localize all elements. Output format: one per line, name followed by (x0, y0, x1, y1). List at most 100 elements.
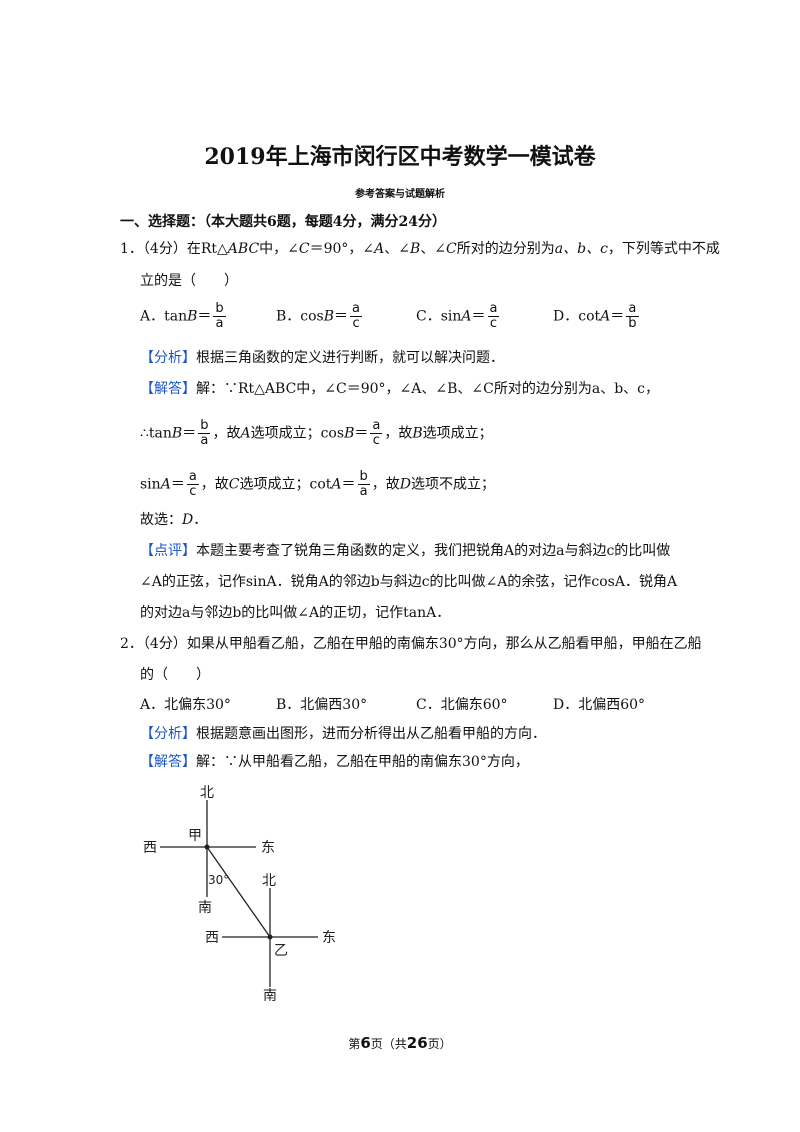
answer-text: ＝ (354, 425, 369, 442)
q1-choice: 故选：D． (140, 510, 207, 530)
fraction-numerator: a (626, 302, 639, 317)
analysis-text: 根据题意画出图形，进而分析得出从乙船看甲船的方向． (196, 726, 546, 742)
fraction-numerator: a (370, 418, 383, 434)
q1-text: ＝90°，∠ (309, 241, 375, 257)
section-heading: 一、选择题：（本大题共6题，每题4分，满分24分） (120, 214, 446, 230)
answer-var: A (331, 476, 342, 493)
q1-score: （4分） (142, 241, 187, 257)
answer-var: A (240, 425, 251, 442)
q1-text: C (446, 241, 457, 257)
q1-comment-line1: 【点评】本题主要考查了锐角三角函数的定义，我们把锐角A的对边a与斜边c的比叫做 (140, 541, 670, 561)
q1-text: C (298, 241, 310, 257)
choice-answer: D (182, 512, 194, 528)
answer-text: ，故 (371, 476, 400, 493)
q2-stem-line2: 的（ ） (140, 667, 210, 683)
ship-jia-point (204, 844, 210, 850)
q1-text: ABC (227, 241, 260, 257)
q1-stem-line2: 立的是（ ） (140, 273, 238, 289)
footer-text: 第 (348, 1037, 361, 1051)
q2-stem-line1: 2．（4分）如果从甲船看乙船，乙船在甲船的南偏东30°方向，那么从乙船看甲船，甲… (120, 634, 702, 654)
fraction-numerator: a (487, 301, 500, 317)
fraction-denominator: c (372, 433, 380, 448)
choice-text: 故选： (140, 512, 182, 528)
fraction-denominator: a (200, 433, 209, 448)
q2-option-d: D．北偏西60° (553, 697, 646, 713)
q1-text: 所对的边分别为 (456, 241, 555, 257)
label-ship-jia: 甲 (188, 828, 202, 844)
q2-option-c: C．北偏东60° (416, 697, 508, 713)
q2-number: 2． (120, 636, 143, 652)
page-title: 2019年上海市闵行区中考数学一模试卷 (204, 144, 596, 170)
answer-text: sin (140, 476, 161, 493)
total-page-number: 26 (406, 1034, 428, 1052)
label-west-2: 西 (205, 930, 219, 946)
option-label: C．sin (416, 308, 462, 325)
label-south-1: 南 (198, 900, 212, 916)
q2-analysis: 【分析】根据题意画出图形，进而分析得出从乙船看甲船的方向． (140, 724, 546, 744)
label-north-2: 北 (262, 873, 276, 889)
q1-text: 、∠ (384, 241, 411, 257)
fraction-numerator: a (186, 469, 199, 485)
footer-text: 页） (427, 1037, 452, 1051)
analysis-text: 根据三角函数的定义进行判断，就可以解决问题． (196, 350, 504, 366)
answer-text: ＝ (170, 476, 185, 493)
answer-text: 解：∵从甲船看乙船，乙船在甲船的南偏东30°方向， (196, 754, 529, 770)
page-footer: 第6页（共26页） (0, 1034, 800, 1052)
fraction-denominator: c (189, 484, 197, 499)
answer-tag: 【解答】 (140, 381, 196, 397)
label-east-2: 东 (322, 930, 336, 946)
option-var: B (187, 308, 198, 325)
answer-text: ，故 (200, 476, 229, 493)
fraction-denominator: a (215, 316, 224, 331)
footer-text: 页（共 (370, 1037, 407, 1051)
answer-text: ∴tan (140, 425, 172, 442)
analysis-tag: 【分析】 (140, 350, 196, 366)
label-ship-yi: 乙 (274, 943, 288, 959)
q1-number: 1． (120, 241, 143, 257)
label-south-2: 南 (263, 988, 277, 1004)
answer-text: ＝ (341, 476, 356, 493)
comment-text: 本题主要考查了锐角三角函数的定义，我们把锐角A的对边a与斜边c的比叫做 (196, 543, 671, 559)
q1-text: 在Rt△ (186, 241, 228, 257)
option-var: A (600, 308, 611, 325)
answer-text: 选项不成立； (411, 476, 496, 493)
fraction-denominator: a (359, 484, 368, 499)
option-var: A (461, 308, 472, 325)
option-eq: ＝ (471, 308, 486, 325)
label-angle: 30° (208, 873, 229, 887)
q2-answer: 【解答】解：∵从甲船看乙船，乙船在甲船的南偏东30°方向， (140, 752, 529, 772)
answer-var: B (412, 425, 423, 442)
option-label: A．tan (140, 308, 188, 325)
q2-option-b: B．北偏西30° (276, 697, 368, 713)
q1-text: 、∠ (420, 241, 447, 257)
answer-text: 选项成立； (422, 425, 493, 442)
option-eq: ＝ (610, 308, 625, 325)
q1-text: a、b、c (554, 241, 608, 257)
option-var: B (323, 308, 335, 325)
answer-tag: 【解答】 (140, 754, 196, 770)
answer-text: 解：∵Rt△ABC中，∠C＝90°，∠A、∠B、∠C所对的边分别为a、b、c， (196, 381, 660, 397)
option-label: B．cos (276, 308, 324, 325)
q2-score: （4分） (142, 636, 187, 652)
fraction-numerator: b (357, 469, 370, 485)
q1-text: ，下列等式中不成 (607, 241, 720, 257)
label-west-1: 西 (143, 840, 157, 856)
fraction-denominator: b (628, 316, 637, 331)
answer-text: ＝ (182, 425, 197, 442)
answer-var: A (160, 476, 171, 493)
q1-analysis: 【分析】根据三角函数的定义进行判断，就可以解决问题． (140, 348, 504, 368)
answer-var: D (399, 476, 412, 493)
answer-var: B (344, 425, 355, 442)
comment-tag: 【点评】 (140, 543, 196, 559)
answer-var: B (171, 425, 183, 442)
fraction-numerator: a (350, 301, 363, 317)
